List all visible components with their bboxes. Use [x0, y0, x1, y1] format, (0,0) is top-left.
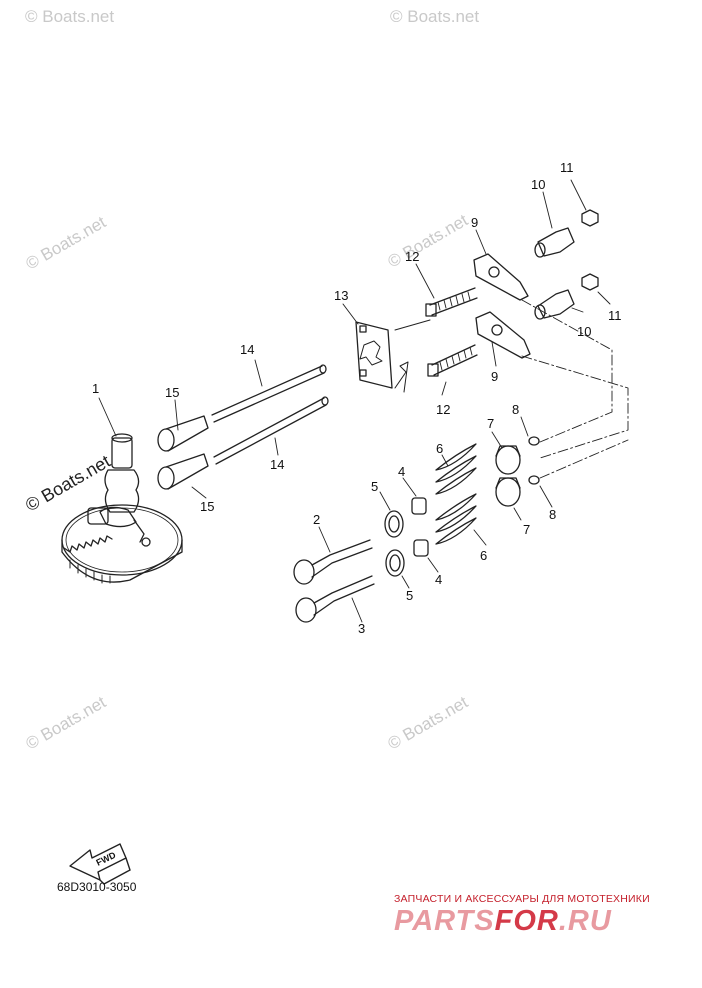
valve-stem-seal-part	[411, 497, 429, 557]
diagram-code: 68D3010-3050	[57, 880, 137, 894]
callout-14b: 14	[270, 457, 284, 472]
callout-11a: 11	[560, 160, 574, 175]
washer-part	[384, 510, 405, 577]
callout-10a: 10	[531, 177, 545, 192]
leader-lines	[98, 179, 611, 623]
callout-5b: 5	[406, 588, 413, 603]
callout-12b: 12	[436, 402, 450, 417]
rocker-pivot-part	[534, 227, 575, 320]
watermark: © Boats.net	[385, 210, 472, 271]
callout-7b: 7	[523, 522, 530, 537]
callout-11b: 11	[608, 308, 622, 323]
callout-13: 13	[334, 288, 348, 303]
callout-6a: 6	[436, 441, 443, 456]
tappet-part	[157, 415, 209, 490]
brand-logo: PARTSFOR.RU	[394, 905, 694, 938]
callout-7a: 7	[487, 416, 494, 431]
callout-9a: 9	[471, 215, 478, 230]
brand-banner: ЗАПЧАСТИ И АКСЕССУАРЫ ДЛЯ МОТОТЕХНИКИ PA…	[394, 893, 694, 938]
rocker-base-plate-part	[355, 319, 431, 393]
callout-6b: 6	[480, 548, 487, 563]
callout-1: 1	[92, 381, 99, 396]
callout-3: 3	[358, 621, 365, 636]
callout-8b: 8	[549, 507, 556, 522]
watermark: © Boats.net	[25, 7, 114, 26]
watermark: © Boats.net	[23, 692, 110, 753]
stud-bolt-part	[425, 287, 478, 377]
camshaft-gear-part	[61, 433, 183, 584]
callout-4a: 4	[398, 464, 405, 479]
callout-8a: 8	[512, 402, 519, 417]
intake-valve-part	[293, 539, 373, 585]
watermark: © Boats.net	[385, 692, 472, 753]
brand-logo-main: PARTS	[394, 905, 495, 937]
callout-12a: 12	[405, 249, 419, 264]
alignment-lines	[521, 299, 629, 479]
watermark: © Boats.net	[23, 212, 110, 273]
brand-logo-accent: FOR	[494, 905, 559, 937]
callout-15a: 15	[165, 385, 179, 400]
callout-9b: 9	[491, 369, 498, 384]
exhaust-valve-part	[295, 575, 375, 623]
callout-15b: 15	[200, 499, 214, 514]
watermarks: © Boats.net © Boats.net © Boats.net © Bo…	[22, 7, 479, 753]
brand-tagline: ЗАПЧАСТИ И АКСЕССУАРЫ ДЛЯ МОТОТЕХНИКИ	[394, 893, 650, 905]
forward-arrow-icon: FWD	[69, 843, 131, 885]
brand-logo-tail: .RU	[558, 905, 612, 937]
push-rod-part	[211, 364, 329, 465]
callout-14a: 14	[240, 342, 254, 357]
valve-cotter-part	[528, 436, 540, 485]
callout-5a: 5	[371, 479, 378, 494]
callout-10b: 10	[577, 324, 591, 339]
watermark-dark: © Boats.net	[22, 451, 114, 515]
callout-labels: 1 2 3 4 4 5 5 6 6 7 7 8 8 9 9 10 10 11 1…	[92, 160, 622, 636]
spring-retainer-part	[495, 445, 521, 507]
nut-part	[581, 209, 599, 291]
watermark: © Boats.net	[390, 7, 479, 26]
callout-2: 2	[313, 512, 320, 527]
callout-4b: 4	[435, 572, 442, 587]
rocker-arm-part	[473, 253, 531, 359]
valve-spring-part	[435, 443, 477, 545]
